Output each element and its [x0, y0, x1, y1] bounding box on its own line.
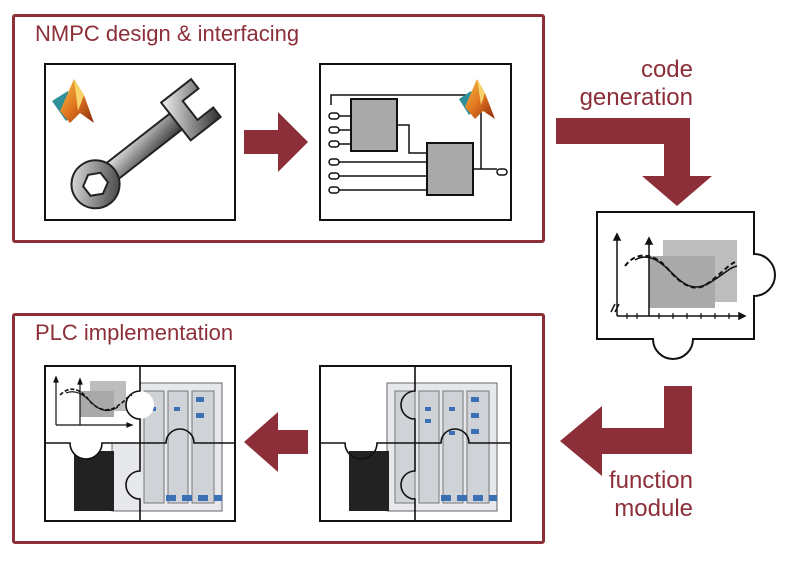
function-module-piece: [595, 210, 776, 360]
matlab-wrench-icon: [52, 77, 223, 210]
arrow-right-top: [244, 112, 308, 172]
simulink-block-diagram-icon: [328, 79, 508, 196]
matlab-logo-icon: [459, 79, 495, 119]
plc-implementation-panel: [44, 365, 236, 522]
code-generation-line-2: generation: [579, 84, 693, 111]
nmpc-design-title: NMPC design & interfacing: [35, 21, 300, 46]
function-module-line-1: function: [608, 467, 693, 494]
arrow-left-bottom: [244, 412, 308, 472]
function-module-caption: function module: [609, 467, 693, 523]
plc-puzzle-icon: [321, 367, 510, 520]
function-module-line-2: module: [614, 495, 693, 522]
simulink-model-panel: [319, 63, 512, 221]
puzzle-plot-icon: [596, 211, 776, 360]
plc-hardware-panel: [319, 365, 512, 522]
function-module-arrow: [560, 386, 692, 476]
plc-implementation-title: PLC implementation: [35, 320, 234, 345]
code-generation-arrow: [556, 118, 712, 206]
matlab-logo-icon: [52, 79, 94, 123]
code-generation-caption: code generation: [580, 56, 693, 112]
design-tool-panel: [44, 63, 236, 221]
code-generation-line-1: code: [640, 56, 693, 83]
plc-with-function-module-icon: [46, 367, 234, 520]
